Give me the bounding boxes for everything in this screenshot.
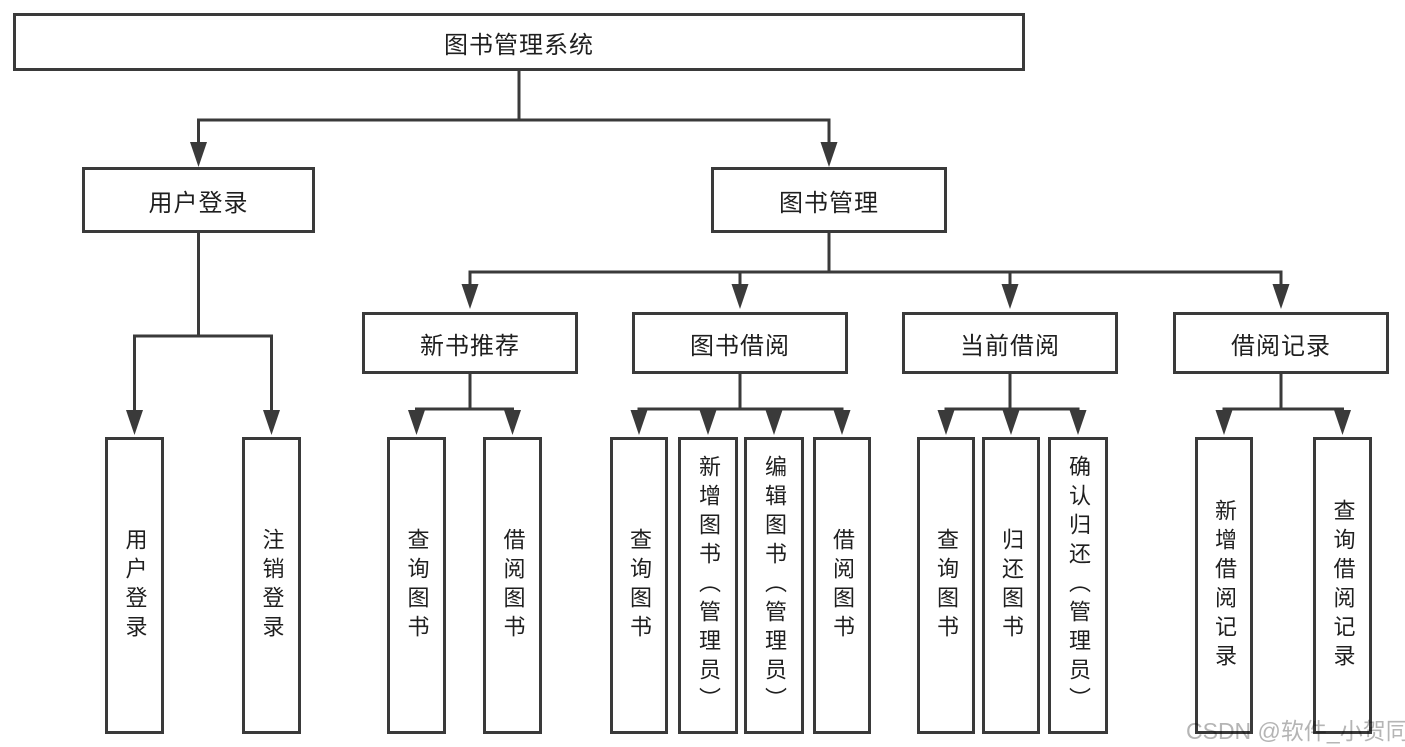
node-label: 新增借阅记录 bbox=[1212, 498, 1237, 673]
leaf-query-borrow-record: 查询借阅记录 bbox=[1313, 437, 1372, 734]
leaf-query-books-current: 查询图书 bbox=[917, 437, 975, 734]
node-label: 确认归还（管理员） bbox=[1066, 455, 1091, 716]
node-new-book-recommendation: 新书推荐 bbox=[362, 312, 578, 374]
node-label: 归还图书 bbox=[999, 527, 1024, 644]
arrowhead-icons bbox=[126, 142, 1351, 435]
leaf-query-books-borrowing: 查询图书 bbox=[610, 437, 668, 734]
node-book-management: 图书管理 bbox=[711, 167, 947, 233]
node-label: 编辑图书（管理员） bbox=[762, 455, 787, 716]
leaf-confirm-return-admin: 确认归还（管理员） bbox=[1048, 437, 1108, 734]
node-label: 借阅图书 bbox=[500, 527, 526, 644]
node-label: 图书借阅 bbox=[690, 332, 790, 360]
node-label: 当前借阅 bbox=[960, 332, 1060, 360]
leaf-edit-books-admin: 编辑图书（管理员） bbox=[744, 437, 804, 734]
leaf-return-books: 归还图书 bbox=[982, 437, 1040, 734]
node-label: 借阅记录 bbox=[1231, 332, 1331, 360]
node-label: 新增图书（管理员） bbox=[696, 455, 721, 716]
node-label: 查询图书 bbox=[934, 527, 959, 644]
csdn-watermark: CSDN @软件_小贺同学 bbox=[1186, 718, 1405, 744]
node-label: 图书管理系统 bbox=[444, 31, 594, 59]
leaf-add-books-admin: 新增图书（管理员） bbox=[678, 437, 738, 734]
node-borrowing-records: 借阅记录 bbox=[1173, 312, 1389, 374]
leaf-logout: 注销登录 bbox=[242, 437, 301, 734]
leaf-borrow-books-recommendation: 借阅图书 bbox=[483, 437, 542, 734]
node-label: 查询图书 bbox=[404, 527, 430, 644]
leaf-user-login: 用户登录 bbox=[105, 437, 164, 734]
node-label: 借阅图书 bbox=[830, 527, 855, 644]
node-library-management-system: 图书管理系统 bbox=[13, 13, 1025, 71]
node-label: 图书管理 bbox=[779, 189, 879, 217]
node-label: 查询图书 bbox=[627, 527, 652, 644]
node-book-borrowing: 图书借阅 bbox=[632, 312, 848, 374]
node-label: 新书推荐 bbox=[420, 332, 520, 360]
node-label: 查询借阅记录 bbox=[1330, 498, 1356, 673]
node-label: 用户登录 bbox=[148, 189, 249, 217]
leaf-query-books-recommendation: 查询图书 bbox=[387, 437, 446, 734]
leaf-borrow-books: 借阅图书 bbox=[813, 437, 871, 734]
node-user-login: 用户登录 bbox=[82, 167, 315, 233]
leaf-add-borrow-record: 新增借阅记录 bbox=[1195, 437, 1253, 734]
node-current-borrowing: 当前借阅 bbox=[902, 312, 1118, 374]
node-label: 注销登录 bbox=[259, 527, 285, 644]
node-label: 用户登录 bbox=[122, 527, 148, 644]
